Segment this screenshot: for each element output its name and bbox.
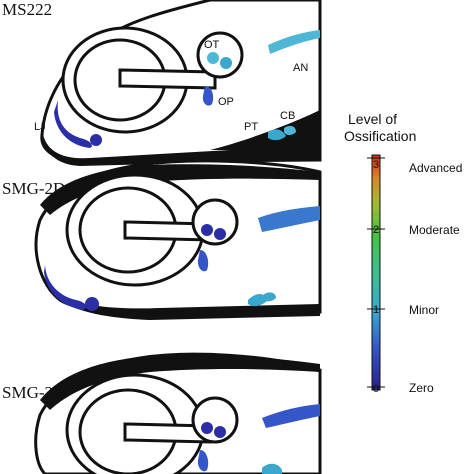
legend-color-bar — [371, 154, 381, 391]
cb-bone — [284, 125, 296, 135]
bone-label-an: AN — [293, 62, 308, 74]
legend-tick-label: Moderate — [409, 223, 460, 237]
ot-bone — [201, 422, 213, 434]
legend-tick-value: 0 — [373, 383, 379, 395]
legend-title-line2: Ossification — [344, 128, 416, 144]
ot-bone — [214, 426, 226, 438]
lj-bone — [90, 134, 102, 146]
eye-bar — [118, 68, 217, 90]
lj-bone — [44, 265, 87, 310]
legend-tick-label: Advanced — [409, 161, 462, 175]
ot-bone — [207, 52, 219, 64]
bone-label-ot: OT — [204, 39, 220, 51]
panel-smg-3d: SMG-3D — [2, 352, 322, 474]
panel-smg-2d: SMG-2D — [2, 159, 322, 320]
pt-bone — [262, 463, 282, 474]
ossification-legend: Level of Ossification 3 2 1 0 Advanced M… — [344, 111, 462, 395]
legend-tick-label: Minor — [409, 303, 439, 317]
dark-head-band — [40, 164, 320, 215]
ot-bone — [220, 57, 232, 69]
op-bone — [202, 86, 214, 106]
legend-tick-value: 1 — [373, 304, 379, 316]
legend-title-line1: Level of — [348, 111, 397, 127]
lower-jaw-band — [210, 110, 320, 150]
legend-tick-value: 2 — [373, 224, 379, 236]
otic-capsule — [191, 198, 239, 246]
dark-jaw-band — [41, 120, 321, 166]
dark-jaw-band — [48, 290, 320, 320]
cb-bone — [262, 292, 276, 302]
bone-label-lj: LJ — [34, 121, 46, 133]
dark-head-band — [40, 354, 320, 410]
bone-label-op: OP — [218, 96, 234, 108]
panel-ms222: MS222 OT AN OP LJ PT CB — [2, 0, 322, 166]
ot-bone — [214, 228, 226, 240]
lj-bone — [54, 100, 92, 148]
legend-tick-value: 3 — [373, 159, 379, 171]
otic-capsule — [191, 396, 239, 444]
bone-label-cb: CB — [280, 110, 295, 122]
ot-bone — [201, 224, 213, 236]
op-bone — [197, 450, 209, 472]
panel-label: MS222 — [2, 0, 52, 19]
legend-tick-label: Zero — [409, 381, 434, 395]
bone-label-pt: PT — [244, 121, 258, 133]
lj-bone — [85, 297, 99, 311]
panel-label: SMG-3D — [2, 383, 65, 402]
an-bone — [262, 404, 320, 428]
pt-bone — [268, 129, 286, 141]
panel-label: SMG-2D — [2, 179, 65, 198]
op-bone — [197, 250, 209, 272]
an-bone — [258, 206, 320, 232]
an-bone — [268, 30, 320, 54]
